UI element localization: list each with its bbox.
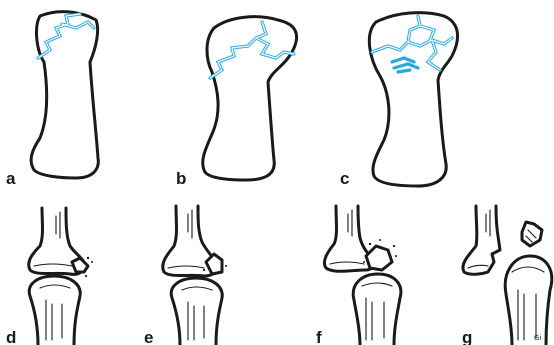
- panel-d: d: [6, 208, 93, 345]
- panel-label-c: c: [340, 169, 349, 188]
- bone-debris-f: [369, 243, 371, 245]
- bone-debris-f: [379, 239, 381, 241]
- panel-f: f: [316, 206, 401, 345]
- proximal-bone-g: [463, 206, 500, 274]
- bone-debris-f: [395, 255, 397, 257]
- distal-bone-f: [353, 274, 401, 345]
- panel-label-e: e: [144, 328, 153, 345]
- artist-signature: Gi: [534, 335, 541, 342]
- panel-b: b: [176, 17, 297, 188]
- phalanx-outline-b: [203, 17, 297, 180]
- comminution-fragments-c: [392, 58, 418, 72]
- distal-bone-d: [29, 276, 80, 345]
- panel-label-f: f: [316, 328, 322, 345]
- bone-debris-e: [225, 265, 227, 267]
- phalanx-outline-a: [31, 12, 98, 178]
- bone-debris-f: [393, 245, 395, 247]
- phalanx-outline-c: [369, 13, 457, 186]
- panel-label-g: g: [462, 328, 472, 345]
- distal-bone-e: [171, 278, 222, 345]
- distal-bone-g: [505, 256, 552, 345]
- bone-debris-d: [85, 275, 87, 277]
- panel-g: Gi g: [462, 206, 552, 345]
- panel-e: e: [144, 206, 227, 345]
- panel-c: c: [340, 13, 458, 188]
- bone-debris-f: [363, 261, 365, 263]
- panel-label-d: d: [6, 328, 16, 345]
- fracture-line-b: [210, 22, 294, 78]
- bone-debris-d: [87, 257, 89, 259]
- fracture-line-a: [38, 14, 94, 58]
- displaced-fragment-f: [366, 246, 392, 270]
- bone-debris-e: [203, 269, 205, 271]
- panel-label-b: b: [176, 169, 186, 188]
- panel-label-a: a: [6, 169, 16, 188]
- avulsion-fragment-d: [72, 258, 88, 272]
- panel-a: a: [6, 12, 98, 188]
- bone-debris-d: [91, 261, 93, 263]
